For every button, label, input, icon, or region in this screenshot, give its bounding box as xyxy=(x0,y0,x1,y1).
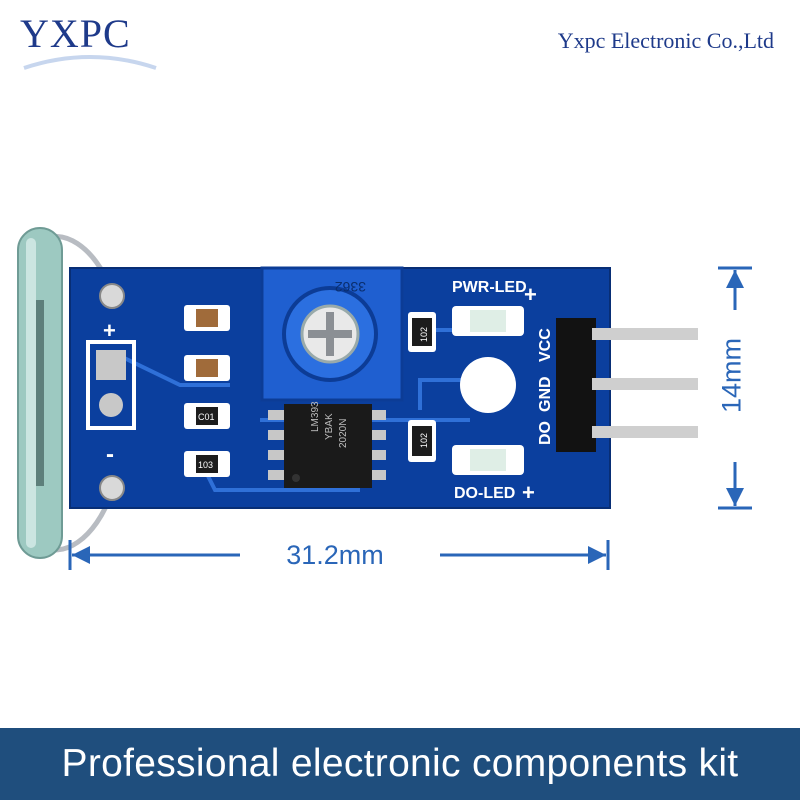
comparator-chip xyxy=(268,404,386,488)
pwr-plus-sign: + xyxy=(524,282,537,307)
pin-label-vcc: VCC xyxy=(537,328,554,362)
chip-line-2: YBAK xyxy=(324,413,335,440)
height-dimension xyxy=(718,266,752,510)
width-dimension xyxy=(68,540,610,570)
brand-logo: YXPC xyxy=(20,10,160,70)
width-dimension-label: 31.2mm xyxy=(286,540,384,570)
resistor-label-1: 102 xyxy=(419,327,429,342)
chip-line-3: 2020N xyxy=(338,419,349,448)
do-plus-sign: + xyxy=(522,480,535,505)
pin-label-do: DO xyxy=(537,421,554,445)
potentiometer xyxy=(260,266,404,402)
chip-line-1: LM393 xyxy=(310,401,321,432)
banner-text: Professional electronic components kit xyxy=(61,742,739,785)
pin-label-gnd: GND xyxy=(537,376,554,412)
sensor-module-photo: PWR-LED + DO-LED + + - DO GND VCC 3362 L… xyxy=(17,227,752,570)
footer-banner: Professional electronic components kit xyxy=(0,728,800,800)
company-name: Yxpc Electronic Co.,Ltd xyxy=(557,28,774,53)
height-dimension-label: 14mm xyxy=(716,338,747,414)
pwr-led-label: PWR-LED xyxy=(452,279,527,296)
pot-label: 3362 xyxy=(335,279,366,295)
reed-switch xyxy=(17,227,115,559)
resistor-label-2: 102 xyxy=(419,433,429,448)
header-pins xyxy=(556,318,698,452)
smd-label-2: 103 xyxy=(198,460,213,470)
logo-text: YXPC xyxy=(20,11,131,56)
do-led-label: DO-LED xyxy=(454,485,515,502)
logo-swoosh xyxy=(23,55,157,70)
smd-label-1: C01 xyxy=(198,412,215,422)
reed-plus-sign: + xyxy=(103,318,116,343)
reed-minus-sign: - xyxy=(106,441,114,468)
